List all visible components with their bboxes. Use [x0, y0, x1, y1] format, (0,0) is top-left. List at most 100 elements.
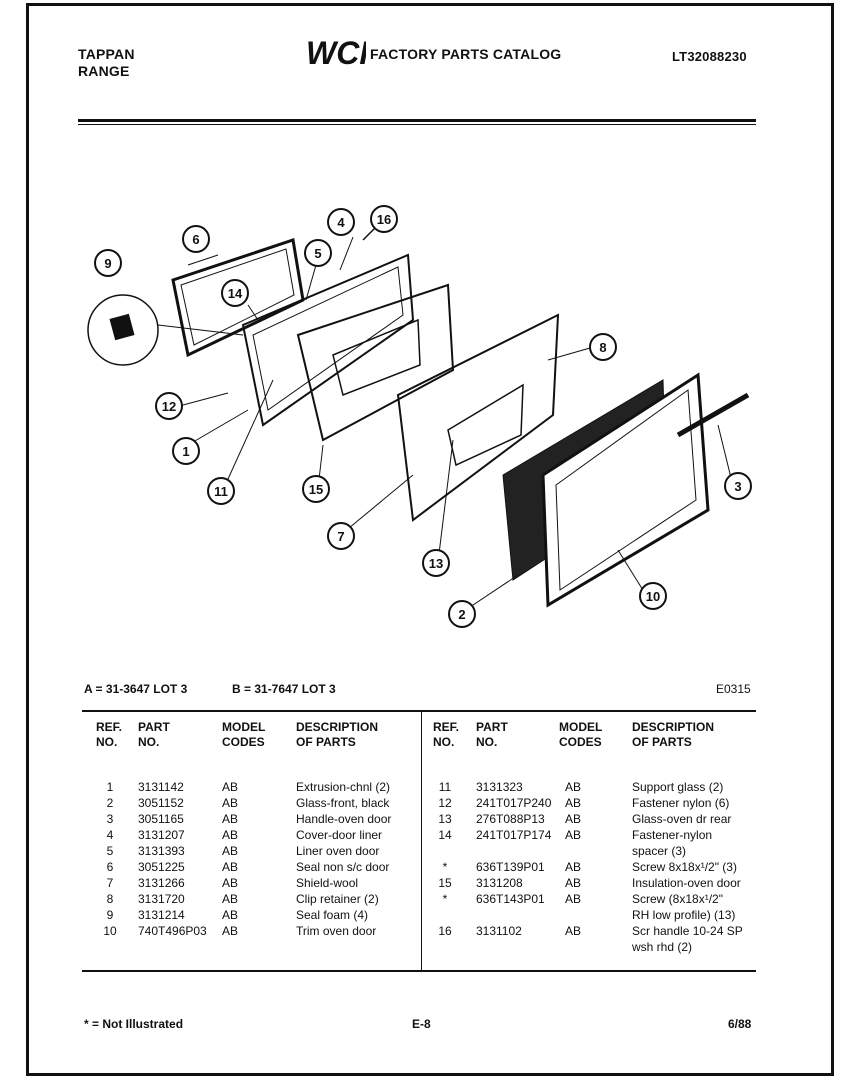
ref-cell: 6	[106, 860, 114, 874]
svg-text:9: 9	[104, 256, 111, 271]
description-cell: spacer (3)	[632, 844, 687, 858]
print-date: 6/88	[728, 1017, 752, 1031]
model-code-cell: AB	[565, 860, 582, 874]
svg-text:2: 2	[458, 607, 465, 622]
description-cell: Support glass (2)	[632, 780, 724, 794]
model-code-cell: AB	[565, 892, 582, 906]
part-cell: 3051152	[138, 796, 184, 810]
part-cell: 3131207	[138, 828, 185, 842]
ref-cell: 9	[106, 908, 114, 922]
model-code-cell: AB	[222, 860, 239, 874]
svg-text:16: 16	[377, 212, 391, 227]
ref-cell: 5	[106, 844, 114, 858]
callout-5: 5	[304, 239, 332, 267]
callout-16: 16	[370, 205, 398, 233]
ref-cell: *	[442, 892, 448, 906]
description-cell: Glass-oven dr rear	[632, 812, 732, 826]
model-code-cell: AB	[222, 924, 239, 938]
part-cell: 3131266	[138, 876, 185, 890]
part-cell: 740T496P03	[138, 924, 207, 938]
callout-1: 1	[172, 437, 200, 465]
liner-part	[241, 253, 415, 427]
svg-text:3: 3	[734, 479, 741, 494]
callout-3: 3	[724, 472, 752, 500]
brand-line-1: TAPPAN	[78, 46, 135, 62]
svg-text:7: 7	[337, 529, 344, 544]
part-cell: 636T139P01	[476, 860, 545, 874]
svg-text:14: 14	[228, 286, 243, 301]
model-code-cell: AB	[565, 812, 582, 826]
logo-text: WCI	[306, 35, 366, 68]
table-row: 15 3131208 AB Insulation-oven door	[433, 875, 755, 891]
table-rule-bottom	[82, 970, 756, 972]
table-row: spacer (3)	[433, 843, 755, 859]
ref-cell: 8	[106, 892, 114, 906]
description-cell: Extrusion-chnl (2)	[296, 780, 391, 794]
model-code-cell: AB	[222, 828, 239, 842]
part-cell: 3131208	[476, 876, 523, 890]
ref-cell: 3	[106, 812, 114, 826]
part-cell: 3131142	[138, 780, 184, 794]
callout-6: 6	[182, 225, 210, 253]
table-row: 7 3131266 AB Shield-wool	[96, 875, 416, 891]
callout-15: 15	[302, 475, 330, 503]
part-cell: 3051165	[138, 812, 184, 826]
table-divider	[421, 712, 422, 970]
callout-14: 14	[221, 279, 249, 307]
description-cell: Fastener nylon (6)	[632, 796, 730, 810]
inner-door-part	[296, 283, 455, 442]
ref-cell: 1	[106, 780, 114, 794]
door-panel-part	[396, 313, 560, 522]
svg-text:6: 6	[192, 232, 199, 247]
callout-11: 11	[207, 477, 235, 505]
header-rule-thin	[78, 124, 756, 125]
description-cell: Shield-wool	[296, 876, 359, 890]
ref-cell: 12	[438, 796, 452, 810]
svg-text:8: 8	[599, 340, 606, 355]
callout-7: 7	[327, 522, 355, 550]
model-code-cell: AB	[222, 844, 239, 858]
ref-cell: 2	[106, 796, 114, 810]
model-code-cell: AB	[222, 796, 239, 810]
part-cell: 3131323	[476, 780, 523, 794]
description-cell: Insulation-oven door	[632, 876, 741, 890]
model-code-cell: AB	[222, 908, 239, 922]
ref-cell: 13	[438, 812, 452, 826]
model-code-cell: AB	[565, 876, 582, 890]
catalog-title: FACTORY PARTS CATALOG	[370, 46, 562, 62]
callout-8: 8	[589, 333, 617, 361]
table-row: wsh rhd (2)	[433, 939, 755, 955]
ref-cell: 15	[438, 876, 452, 890]
model-code-cell: AB	[222, 876, 239, 890]
model-code-cell: AB	[565, 780, 582, 794]
description-cell: Screw (8x18x¹/2"	[632, 892, 723, 906]
callout-13: 13	[422, 549, 450, 577]
table-row: RH low profile) (13)	[433, 907, 755, 923]
ref-cell: 7	[106, 876, 114, 890]
ref-cell: 11	[438, 780, 452, 794]
callout-12: 12	[155, 392, 183, 420]
ref-cell: 14	[438, 828, 452, 842]
brand-block: TAPPAN RANGE	[78, 46, 135, 80]
lot-a: A = 31-3647 LOT 3	[84, 682, 188, 696]
ref-cell: 4	[106, 828, 114, 842]
table-row: 11 3131323 AB Support glass (2)	[433, 779, 755, 795]
description-cell: wsh rhd (2)	[632, 940, 693, 954]
table-rule-top	[82, 710, 756, 712]
callout-2: 2	[448, 600, 476, 628]
description-cell: Clip retainer (2)	[296, 892, 379, 906]
model-code-cell: AB	[222, 892, 239, 906]
